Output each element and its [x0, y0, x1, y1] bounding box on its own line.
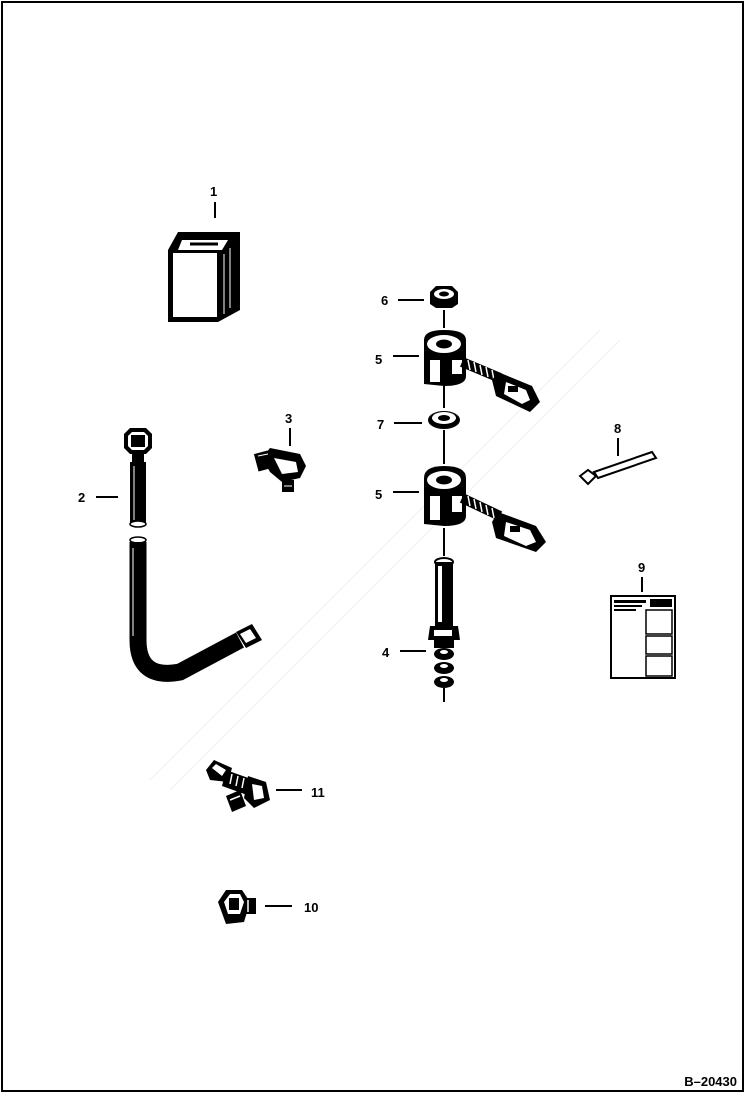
plug-icon [218, 890, 256, 924]
callout-11: 11 [311, 785, 325, 800]
part-4-valve-stem: 4 [382, 557, 460, 702]
part-9-decal: 9 [610, 560, 676, 679]
part-11-tee-fitting: 11 [206, 760, 325, 812]
tee-fitting-icon [206, 760, 270, 812]
watermark-shape [149, 329, 621, 791]
part-6-nut: 6 [381, 286, 458, 308]
callout-2: 2 [78, 490, 85, 505]
part-3-elbow-fitting: 3 [253, 411, 306, 492]
nut-icon [430, 286, 458, 308]
part-1-control-box: 1 [168, 184, 240, 322]
part-5-solenoid-coil-upper: 5 [375, 330, 540, 412]
part-2-hose: 2 [78, 428, 262, 682]
cable-tie-icon [578, 450, 658, 486]
callout-6: 6 [381, 293, 388, 308]
solenoid-coil-icon [424, 466, 546, 552]
callout-8: 8 [614, 421, 621, 436]
callout-4: 4 [382, 645, 390, 660]
part-8-cable-tie: 8 [578, 421, 658, 486]
part-7-washer: 7 [377, 411, 460, 432]
solenoid-coil-icon [424, 330, 540, 412]
callout-5-lower: 5 [375, 487, 382, 502]
callout-10: 10 [304, 900, 318, 915]
control-box-icon [168, 232, 240, 322]
callout-1: 1 [210, 184, 217, 199]
callout-9: 9 [638, 560, 645, 575]
callout-5-upper: 5 [375, 352, 382, 367]
part-10-plug: 10 [218, 890, 318, 924]
valve-stem-icon [428, 557, 460, 702]
decal-icon [610, 595, 676, 679]
figure-id: B–20430 [684, 1074, 737, 1089]
elbow-fitting-icon [253, 448, 306, 492]
part-5-solenoid-coil-lower: 5 [375, 466, 546, 552]
callout-7: 7 [377, 417, 384, 432]
callout-3: 3 [285, 411, 292, 426]
hose-icon [124, 428, 262, 682]
washer-icon [428, 411, 460, 429]
